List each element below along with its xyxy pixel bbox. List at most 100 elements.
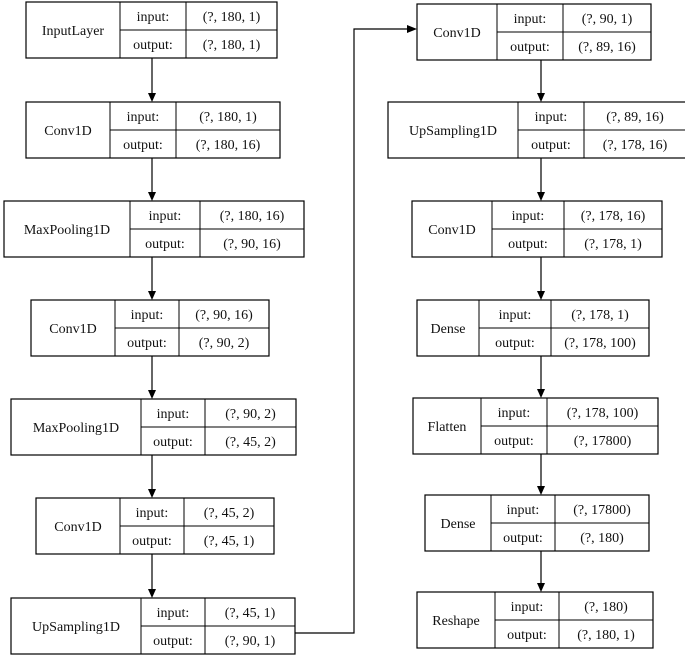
layer-node-13-dense: Dense input: (?, 17800) output: (?, 180) [424,494,650,552]
edge-arrow [148,257,156,300]
input-label: input: [507,503,540,518]
edge-arrow [537,257,545,300]
layer-name: Conv1D [433,26,480,41]
layer-name: Conv1D [44,124,91,139]
layer-name: InputLayer [42,24,105,39]
output-shape: (?, 178, 100) [564,336,636,351]
output-label: output: [153,634,193,649]
layer-node-12-flatten: Flatten input: (?, 178, 100) output: (?, 178… [412,397,659,455]
edge-arrow [537,158,545,201]
edge-arrow [148,356,156,399]
input-shape: (?, 178, 1) [571,308,629,323]
input-label: input: [157,407,190,422]
input-shape: (?, 90, 1) [582,12,633,27]
input-shape: (?, 180, 16) [220,209,285,224]
input-label: input: [499,308,532,323]
output-label: output: [510,40,550,55]
output-shape: (?, 178, 16) [603,138,668,153]
layer-name: MaxPooling1D [33,421,119,436]
layer-node-10-conv1d: Conv1D input: (?, 178, 16) output: (?, 178, … [411,200,663,258]
edge-arrow [148,158,156,201]
layer-node-9-upsampling1d: UpSampling1D input: (?, 89, 16) output: (?, … [387,101,685,159]
input-shape: (?, 45, 2) [204,506,255,521]
edge-arrow [537,356,545,398]
input-shape: (?, 178, 100) [567,406,639,421]
input-label: input: [127,110,160,125]
input-label: input: [137,10,170,25]
edges [148,25,545,634]
output-label: output: [507,628,547,643]
output-shape: (?, 90, 2) [199,336,250,351]
column-connector-arrow [295,25,417,634]
output-shape: (?, 180) [580,531,624,546]
output-label: output: [133,38,173,53]
input-label: input: [514,12,547,27]
edge-arrow [537,551,545,592]
output-shape: (?, 180, 16) [196,138,261,153]
layer-name: MaxPooling1D [24,223,110,238]
layer-name: Conv1D [54,520,101,535]
layer-name: Conv1D [428,223,475,238]
output-label: output: [503,531,543,546]
layer-name: Dense [431,322,466,337]
layer-node-1-inputlayer: InputLayer input: (?, 180, 1) output: (?, 18… [25,1,278,59]
output-label: output: [132,534,172,549]
layer-name: Dense [441,517,476,532]
output-shape: (?, 180, 1) [203,38,261,53]
edge-arrow [148,58,156,102]
output-label: output: [495,336,535,351]
nodes: InputLayer input: (?, 180, 1) output: (?, 18… [3,1,685,655]
input-label: input: [498,406,531,421]
input-shape: (?, 180, 1) [199,110,257,125]
layer-node-11-dense: Dense input: (?, 178, 1) output: (?, 178, 10… [416,299,650,357]
input-label: input: [149,209,182,224]
output-shape: (?, 17800) [574,434,632,449]
output-shape: (?, 178, 1) [584,237,642,252]
input-shape: (?, 89, 16) [606,110,664,125]
input-shape: (?, 90, 16) [195,308,253,323]
edge-arrow [148,455,156,498]
edge-arrow [537,60,545,102]
layer-name: Conv1D [49,322,96,337]
layer-name: UpSampling1D [32,620,120,635]
edge-arrow [537,454,545,495]
input-label: input: [157,606,190,621]
output-label: output: [531,138,571,153]
layer-node-2-conv1d: Conv1D input: (?, 180, 1) output: (?, 180, 1… [25,101,281,159]
layer-node-3-maxpooling1d: MaxPooling1D input: (?, 180, 16) output: (?,… [3,200,305,258]
input-shape: (?, 90, 2) [225,407,276,422]
input-shape: (?, 180, 1) [203,10,261,25]
input-label: input: [511,600,544,615]
output-shape: (?, 45, 1) [204,534,255,549]
output-shape: (?, 45, 2) [225,435,276,450]
input-shape: (?, 45, 1) [225,606,276,621]
layer-node-8-conv1d: Conv1D input: (?, 90, 1) output: (?, 89, 16) [416,3,652,61]
output-label: output: [145,237,185,252]
input-shape: (?, 178, 16) [581,209,646,224]
input-label: input: [131,308,164,323]
output-label: output: [153,435,193,450]
output-shape: (?, 90, 1) [225,634,276,649]
layer-name: UpSampling1D [409,124,497,139]
layer-node-6-conv1d: Conv1D input: (?, 45, 2) output: (?, 45, 1) [35,497,275,555]
output-label: output: [127,336,167,351]
output-shape: (?, 180, 1) [577,628,635,643]
layer-node-7-upsampling1d: UpSampling1D input: (?, 45, 1) output: (?, 9… [10,597,296,655]
layer-node-4-conv1d: Conv1D input: (?, 90, 16) output: (?, 90, 2) [30,299,270,357]
output-label: output: [123,138,163,153]
layer-name: Reshape [432,614,479,629]
edge-arrow [148,554,156,598]
output-shape: (?, 89, 16) [578,40,636,55]
layer-node-5-maxpooling1d: MaxPooling1D input: (?, 90, 2) output: (?, 4… [10,398,297,456]
input-shape: (?, 180) [584,600,628,615]
layer-name: Flatten [428,420,467,435]
output-label: output: [508,237,548,252]
input-label: input: [136,506,169,521]
input-label: input: [535,110,568,125]
layer-node-14-reshape: Reshape input: (?, 180) output: (?, 180, 1) [416,591,654,649]
output-label: output: [494,434,534,449]
output-shape: (?, 90, 16) [223,237,281,252]
input-label: input: [512,209,545,224]
input-shape: (?, 17800) [573,503,631,518]
